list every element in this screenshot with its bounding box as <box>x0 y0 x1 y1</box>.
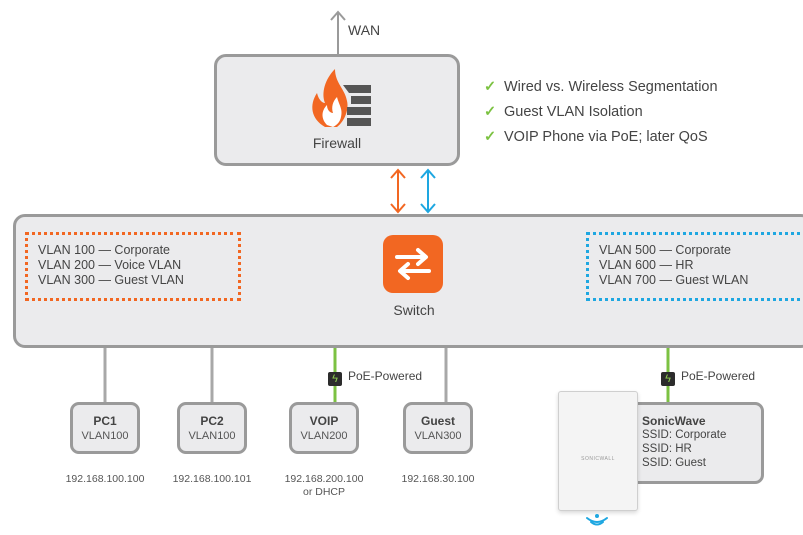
firewall-label: Firewall <box>312 135 362 151</box>
check-icon: ✓ <box>484 129 497 145</box>
device-vlan: VLAN200 <box>300 430 348 442</box>
vlan-entry: VLAN 100 — Corporate <box>38 243 171 257</box>
sonicwave-logo-text: SONICWALL <box>581 456 615 462</box>
wifi-signal-icon <box>586 514 608 526</box>
feature-label: Wired vs. Wireless Segmentation <box>504 79 718 95</box>
device-vlan: VLAN300 <box>414 430 462 442</box>
firewall-switch-link-orange <box>390 168 406 214</box>
device-pc1[interactable]: PC1 VLAN100 <box>70 402 140 454</box>
firewall-flame-icon <box>312 69 371 127</box>
device-ip: 192.168.200.100 <box>284 473 364 485</box>
poe-label-sonicwave: ϟ PoE-Powered <box>661 369 755 386</box>
feature-item: ✓ Wired vs. Wireless Segmentation <box>484 79 718 95</box>
device-name: Guest <box>420 414 455 428</box>
ssid-entry: SSID: HR <box>642 443 692 455</box>
poe-bolt-icon: ϟ <box>328 372 342 386</box>
ssid-entry: SSID: Corporate <box>642 429 727 441</box>
sonicwave-info: SonicWave SSID: Corporate SSID: HR SSID:… <box>642 414 726 470</box>
device-guest[interactable]: Guest VLAN300 <box>403 402 473 454</box>
device-name: PC1 <box>93 414 117 428</box>
vlan-entry: VLAN 500 — Corporate <box>599 243 732 257</box>
sonicwave-access-point-image: SONICWALL <box>558 391 638 511</box>
device-vlan: VLAN100 <box>188 430 236 442</box>
vlan-entry: VLAN 300 — Guest VLAN <box>38 273 184 287</box>
check-icon: ✓ <box>484 79 497 95</box>
device-pc2[interactable]: PC2 VLAN100 <box>177 402 247 454</box>
wan-arrow <box>330 10 346 54</box>
feature-item: ✓ Guest VLAN Isolation <box>484 104 643 120</box>
vlan-entry: VLAN 700 — Guest WLAN <box>599 273 749 287</box>
switch-label: Switch <box>393 302 435 318</box>
vlan-entry: VLAN 200 — Voice VLAN <box>38 258 182 272</box>
feature-label: Guest VLAN Isolation <box>504 104 643 120</box>
wireless-vlan-group: VLAN 500 — Corporate VLAN 600 — HR VLAN … <box>586 232 803 301</box>
device-ip: 192.168.100.101 <box>172 473 252 485</box>
sonicwave-name: SonicWave <box>642 414 706 428</box>
wired-vlan-group: VLAN 100 — Corporate VLAN 200 — Voice VL… <box>25 232 241 301</box>
feature-label: VOIP Phone via PoE; later QoS <box>504 129 708 145</box>
poe-bolt-icon: ϟ <box>661 372 675 386</box>
wan-label: WAN <box>348 22 381 38</box>
firewall-box[interactable]: Firewall <box>214 54 460 166</box>
device-vlan: VLAN100 <box>81 430 129 442</box>
device-ip: 192.168.100.100 <box>65 473 145 485</box>
ssid-entry: SSID: Guest <box>642 457 706 469</box>
device-name: PC2 <box>200 414 224 428</box>
device-voip[interactable]: VOIP VLAN200 <box>289 402 359 454</box>
device-ip-alt: or DHCP <box>302 486 345 498</box>
device-ip-group: 192.168.200.100 or DHCP <box>274 473 374 499</box>
device-name: VOIP <box>309 414 339 428</box>
poe-label-text: PoE-Powered <box>348 369 423 383</box>
switch-arrows-icon <box>383 235 443 293</box>
vlan-entry: VLAN 600 — HR <box>599 258 694 272</box>
feature-item: ✓ VOIP Phone via PoE; later QoS <box>484 129 708 145</box>
poe-label-text: PoE-Powered <box>681 369 756 383</box>
device-ip: 192.168.30.100 <box>401 473 475 485</box>
poe-label-voip: ϟ PoE-Powered <box>328 369 422 386</box>
check-icon: ✓ <box>484 104 497 120</box>
firewall-switch-link-blue <box>420 168 436 214</box>
